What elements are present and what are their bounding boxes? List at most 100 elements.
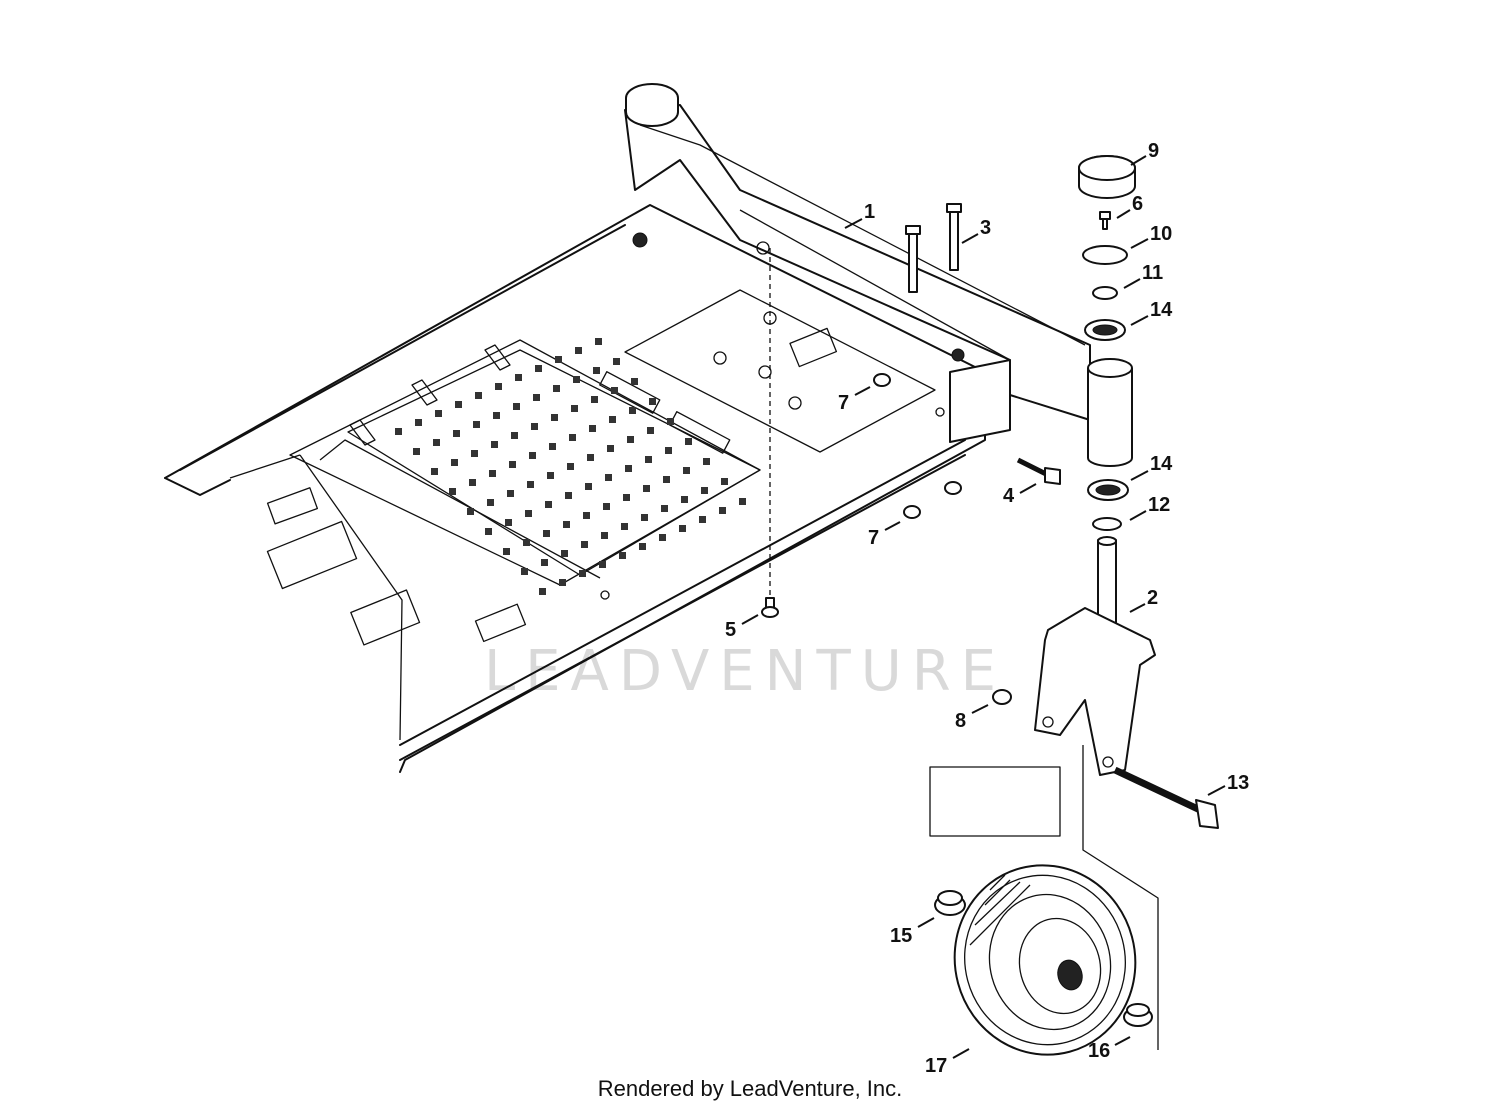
bushing-16	[1123, 1003, 1153, 1027]
nuts-7	[873, 373, 962, 519]
callout-16: 16	[1088, 1036, 1131, 1062]
pivot-cap-9	[1078, 155, 1136, 199]
grid-hole	[553, 385, 560, 392]
nut-8	[992, 689, 1012, 705]
callout-4: 4	[1003, 483, 1037, 507]
grid-hole	[415, 419, 422, 426]
grid-hole	[469, 479, 476, 486]
grid-hole	[525, 510, 532, 517]
caster-fork-2	[1034, 536, 1156, 776]
callout-label: 13	[1227, 772, 1249, 794]
callout-2: 2	[1129, 587, 1158, 613]
callout-label: 8	[955, 710, 966, 732]
grid-hole	[641, 514, 648, 521]
grid-hole	[561, 550, 568, 557]
watermark-text: LEADVENTURE	[484, 639, 1006, 704]
grid-hole	[569, 434, 576, 441]
grid-hole	[639, 543, 646, 550]
grid-hole	[541, 559, 548, 566]
callout-7a: 7	[838, 386, 871, 414]
callout-label: 17	[925, 1055, 947, 1077]
grid-hole	[593, 367, 600, 374]
callout-14a: 14	[1130, 299, 1173, 326]
bolt-5	[761, 597, 779, 618]
washer-11	[1092, 286, 1118, 300]
grid-hole	[661, 505, 668, 512]
grid-hole	[603, 503, 610, 510]
grid-hole	[623, 494, 630, 501]
grid-hole	[595, 338, 602, 345]
grid-hole	[579, 570, 586, 577]
grid-hole	[509, 461, 516, 468]
callout-5: 5	[725, 614, 759, 641]
callout-1: 1	[844, 201, 875, 229]
grid-hole	[555, 356, 562, 363]
grid-hole	[435, 410, 442, 417]
callout-label: 3	[980, 217, 991, 239]
grid-hole	[629, 407, 636, 414]
grid-hole	[613, 358, 620, 365]
grid-hole	[495, 383, 502, 390]
credit-text: Rendered by LeadVenture, Inc.	[597, 1076, 903, 1101]
grid-hole	[645, 456, 652, 463]
grid-hole	[503, 548, 510, 555]
bearing-14-top	[1084, 319, 1126, 341]
grid-hole	[453, 430, 460, 437]
grid-hole	[601, 532, 608, 539]
grid-hole	[521, 568, 528, 575]
grid-hole	[507, 490, 514, 497]
callout-label: 9	[1148, 140, 1159, 162]
grid-hole	[395, 428, 402, 435]
callout-label: 7	[838, 392, 849, 414]
grid-hole	[631, 378, 638, 385]
mower-deck-frame	[164, 83, 1133, 773]
grid-hole	[571, 405, 578, 412]
grid-hole	[583, 512, 590, 519]
axle-bolt-13	[1113, 766, 1219, 829]
grid-hole	[471, 450, 478, 457]
grid-hole	[625, 465, 632, 472]
grid-hole	[567, 463, 574, 470]
callout-label: 11	[1142, 262, 1163, 284]
callout-7b: 7	[868, 521, 901, 549]
callout-10: 10	[1130, 223, 1172, 249]
grid-hole	[703, 458, 710, 465]
callout-label: 6	[1132, 193, 1143, 215]
grid-hole	[531, 423, 538, 430]
grid-hole	[647, 427, 654, 434]
callout-label: 14	[1150, 299, 1173, 321]
grid-hole	[491, 441, 498, 448]
grid-hole	[679, 525, 686, 532]
grid-hole	[575, 347, 582, 354]
grid-hole	[523, 539, 530, 546]
grid-hole	[721, 478, 728, 485]
grid-hole	[413, 448, 420, 455]
grid-hole	[605, 474, 612, 481]
grid-hole	[563, 521, 570, 528]
grid-hole	[619, 552, 626, 559]
grid-hole	[549, 443, 556, 450]
grid-hole	[667, 418, 674, 425]
callout-label: 2	[1147, 587, 1158, 609]
callout-9: 9	[1130, 140, 1159, 166]
grid-hole	[611, 387, 618, 394]
callout-label: 1	[864, 201, 875, 223]
grid-hole	[539, 588, 546, 595]
grid-hole	[559, 579, 566, 586]
callout-11: 11	[1123, 262, 1163, 289]
grid-hole	[493, 412, 500, 419]
bushing-15	[934, 890, 966, 916]
grid-hole	[543, 530, 550, 537]
callout-15: 15	[890, 917, 935, 947]
callout-17: 17	[925, 1048, 970, 1077]
grid-hole	[487, 499, 494, 506]
callout-13: 13	[1207, 772, 1249, 796]
callout-label: 5	[725, 619, 736, 641]
callout-label: 15	[890, 925, 912, 947]
grid-hole	[511, 432, 518, 439]
callout-3: 3	[961, 217, 991, 244]
grid-hole	[449, 488, 456, 495]
grid-hole	[649, 398, 656, 405]
grid-hole	[643, 485, 650, 492]
grid-hole	[621, 523, 628, 530]
